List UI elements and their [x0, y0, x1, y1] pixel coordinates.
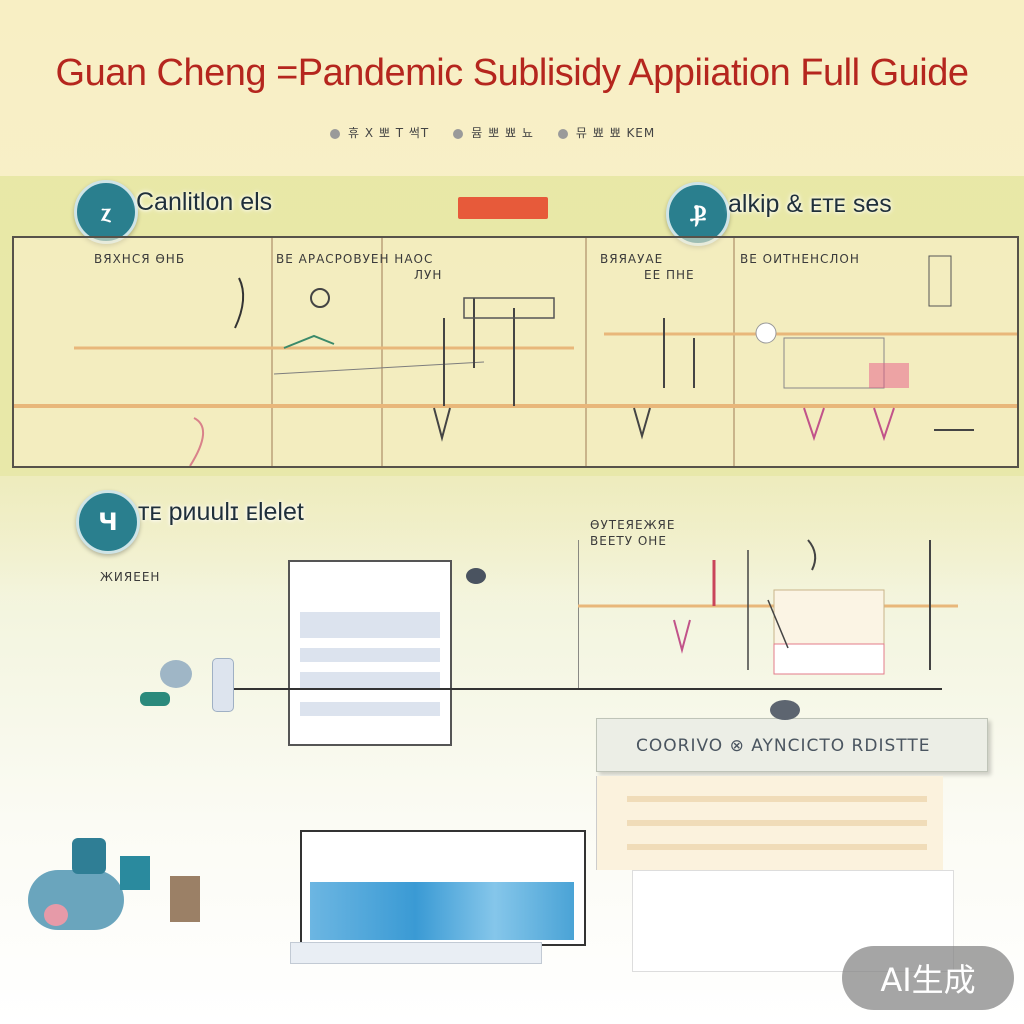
monitor-icon — [120, 856, 150, 890]
column-subheader: ЛУН — [414, 268, 443, 282]
section-title-process: ᴛᴇ pᴎuulɪ ᴇlelet — [138, 498, 304, 526]
side-label: ЖИЯЕЕН — [100, 570, 161, 584]
screen-display — [310, 882, 574, 940]
subtitle-item: 휴 X 뽀 T 썩T — [330, 124, 429, 141]
person-icon — [160, 660, 192, 688]
connector-line — [232, 688, 942, 690]
column-subheader: ЕЕ ПНЕ — [644, 268, 695, 282]
bullet-icon — [453, 128, 464, 139]
section-icon: Ɥ — [76, 490, 140, 554]
column-header: ВЕ ОИТНЕНСЛОН — [740, 252, 860, 266]
phone-icon — [212, 658, 234, 712]
user-icon — [72, 838, 106, 874]
column-header: ВЯХНСЯ ӨНБ — [94, 252, 186, 266]
form-document — [288, 560, 452, 746]
section-icon: ⲍ — [74, 180, 138, 244]
form-field-block — [300, 648, 440, 662]
lower-header: ВЕЕТУ ОНЕ — [590, 534, 667, 548]
lower-header: ӨУТЕЯЕЖЯЕ — [590, 518, 676, 532]
process-panel: ВЯХНСЯ ӨНБ ВЕ АРАСРОВУЕН НАОС ВЯЯАУАЕ ВЕ… — [12, 236, 1019, 468]
subtitle-item: 뮴 뽀 뾰 뇨 — [453, 124, 534, 141]
sheet-line — [627, 844, 927, 850]
ai-generated-badge: AI生成 — [842, 946, 1014, 1010]
process-flow-diagram — [14, 238, 1017, 466]
form-field-block — [300, 612, 440, 638]
pig-icon — [44, 904, 68, 926]
bullet-icon — [330, 128, 340, 139]
section-title-conditions: Canlitlon els — [136, 188, 273, 216]
section-title-materials: alkip & ᴇᴛᴇ ses — [728, 190, 892, 218]
laptop-base — [290, 942, 542, 964]
column-header: ВЕ АРАСРОВУЕН НАОС — [276, 252, 434, 266]
info-sheet — [596, 776, 943, 870]
column-header: ВЯЯАУАЕ — [600, 252, 664, 266]
page-title: Guan Cheng =Pandemic Sublisidy Appiiatio… — [55, 52, 969, 94]
sheet-line — [627, 796, 927, 802]
cloud-icon — [28, 870, 124, 930]
subtitle-row: 휴 X 뽀 T 썩T 뮴 뽀 뾰 뇨 뮤 뾰 뾰 KEM — [330, 124, 730, 141]
bullet-icon — [557, 128, 568, 139]
person-icon — [170, 876, 200, 922]
lower-flow-diagram — [578, 539, 958, 690]
sheet-line — [627, 820, 927, 826]
laptop-screen — [300, 830, 586, 946]
callout-label: COORIVO ⊗ AYNCICTO RDISTTE — [636, 736, 931, 756]
subtitle-item: 뮤 뾰 뾰 KEM — [557, 124, 655, 141]
chat-icon — [770, 700, 800, 720]
leaf-icon — [140, 692, 170, 706]
section-band-lower — [0, 476, 1024, 596]
speech-icon — [466, 568, 486, 584]
form-field-block — [300, 672, 440, 690]
form-field-block — [300, 702, 440, 716]
highlight-tag — [458, 197, 548, 219]
